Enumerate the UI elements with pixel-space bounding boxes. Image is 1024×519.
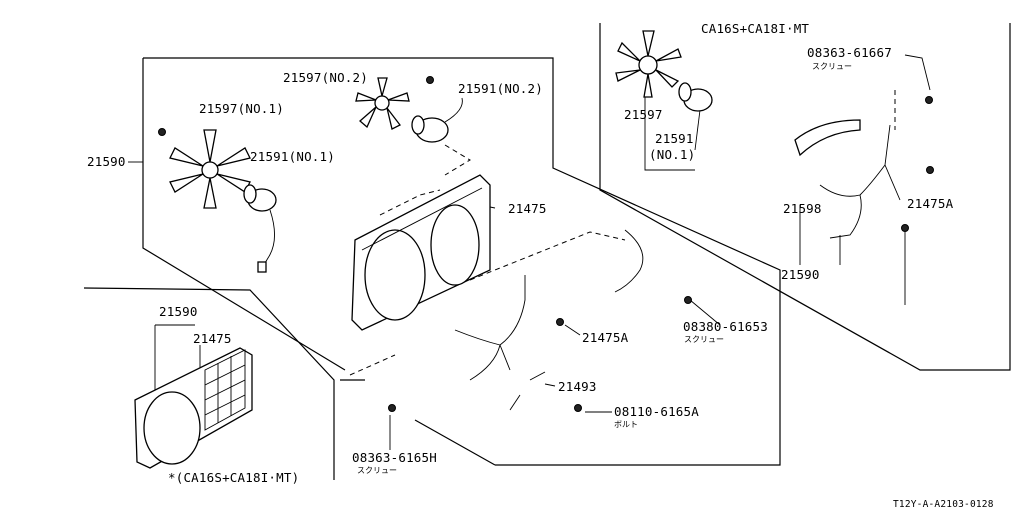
- label-screw-kana-1: スクリュー: [812, 62, 852, 71]
- leader-21597-right: [644, 95, 695, 171]
- label-21597-no1: 21597(NO.1): [199, 101, 284, 116]
- label-21493: 21493: [558, 379, 597, 394]
- leader-21475a: [564, 324, 581, 336]
- frame-inset: [83, 287, 335, 480]
- label-screw-kana-3: スクリュー: [357, 466, 397, 475]
- motor-no1: [243, 184, 277, 273]
- label-08363-61667: 08363-61667: [807, 45, 892, 60]
- label-21475a-mid: 21475A: [582, 330, 629, 345]
- leader-21493: [544, 383, 556, 387]
- harness-right: [794, 119, 901, 239]
- label-08110-6165a: 08110-6165A: [614, 404, 699, 419]
- inset-assembly: [134, 347, 253, 469]
- label-08380-61653: 08380-61653: [683, 319, 768, 334]
- leader-21598: [799, 205, 906, 305]
- frame-bottom: [340, 379, 496, 466]
- leader-21591-right: [694, 109, 701, 151]
- label-21475-inset: 21475: [193, 331, 232, 346]
- label-21591-right: 21591: [655, 131, 694, 146]
- label-21591-no2: 21591(NO.2): [458, 81, 543, 96]
- dash-3: [469, 231, 626, 281]
- figure-id: T12Y-A-A2103-0128: [893, 499, 994, 510]
- label-ca16s-ca18i-mt: CA16S+CA18I·MT: [701, 21, 810, 36]
- label-21475a-right: 21475A: [907, 196, 954, 211]
- label-21590-right: 21590: [781, 267, 820, 282]
- leader-08363-61667: [904, 54, 931, 91]
- shroud-main: [351, 174, 491, 331]
- leader-08380: [689, 299, 721, 326]
- label-21590-left: 21590: [87, 154, 126, 169]
- frame-main: [143, 57, 781, 466]
- label-inset-caption: *(CA16S+CA18I·MT): [168, 470, 300, 485]
- label-08363-6165h: 08363-6165H: [352, 450, 437, 465]
- label-21475: 21475: [508, 201, 547, 216]
- label-21590-inset: 21590: [159, 304, 198, 319]
- label-21597-no2: 21597(NO.2): [283, 70, 368, 85]
- frame-left: [142, 58, 346, 371]
- fan-right: [615, 30, 682, 98]
- frame-right: [599, 23, 1011, 371]
- dash-4: [349, 354, 396, 376]
- fan-no2: [355, 77, 410, 130]
- fan-no1: [169, 129, 251, 209]
- label-no1-right: (NO.1): [649, 147, 696, 162]
- fasteners: [158, 76, 934, 412]
- dash-2: [444, 144, 471, 176]
- label-screw-kana-2: スクリュー: [684, 335, 724, 344]
- label-21598: 21598: [783, 201, 822, 216]
- label-bolt-kana: ボルト: [614, 420, 638, 429]
- motor-no2: [411, 97, 463, 143]
- label-21597-right: 21597: [624, 107, 663, 122]
- motor-right: [678, 82, 713, 112]
- harness-main: [454, 229, 644, 411]
- label-21591-no1: 21591(NO.1): [250, 149, 335, 164]
- dash-1: [379, 189, 441, 216]
